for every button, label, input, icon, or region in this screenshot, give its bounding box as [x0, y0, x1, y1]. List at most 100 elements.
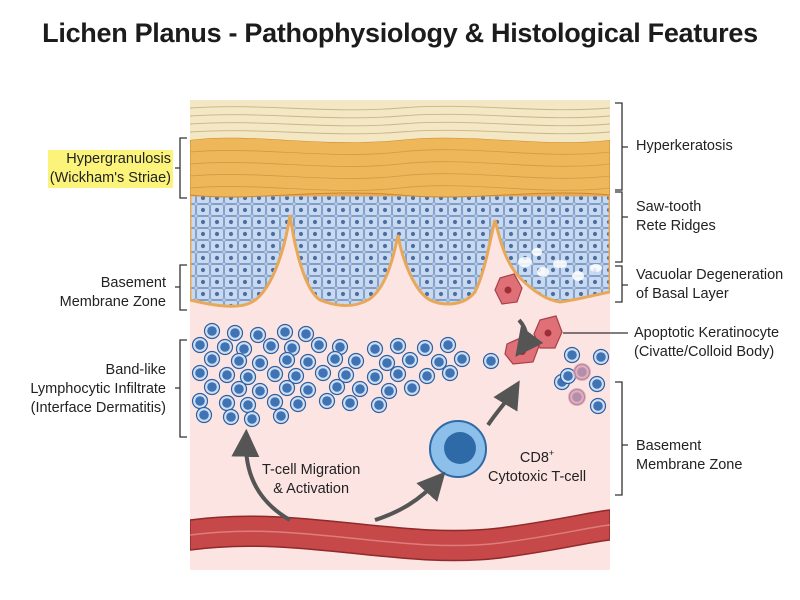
- stratum-corneum: [190, 100, 610, 143]
- lymphocyte-nucleus: [287, 343, 297, 353]
- lymphocyte-nucleus: [266, 341, 276, 351]
- lymphocyte-nucleus: [405, 355, 415, 365]
- lymphocyte-nucleus: [234, 384, 244, 394]
- migration-arrow: [231, 428, 291, 522]
- lymphocyte-nucleus: [314, 340, 324, 350]
- bracket-basement-right: [615, 381, 628, 496]
- lymphocyte-nucleus: [355, 384, 365, 394]
- label-migration: T-cell Migration & Activation: [262, 462, 361, 497]
- lymphocyte-nucleus: [457, 354, 467, 364]
- bracket-hyperkeratosis: [615, 102, 628, 191]
- lymphocyte-nucleus: [280, 327, 290, 337]
- label-infiltrate: Band-like Lymphocytic Infiltrate (Interf…: [30, 362, 166, 416]
- lymphocyte-nucleus: [293, 399, 303, 409]
- lymphocyte-nucleus: [332, 382, 342, 392]
- lymphocyte-nucleus: [243, 372, 253, 382]
- cd8-sup: +: [548, 448, 555, 458]
- lymphocyte-nucleus: [234, 356, 244, 366]
- lymphocyte-infiltrate: [191, 322, 610, 428]
- lymphocyte-nucleus: [282, 355, 292, 365]
- lymphocyte-nucleus: [222, 370, 232, 380]
- lymphocyte-nucleus: [230, 328, 240, 338]
- bracket-vacuolar: [615, 265, 628, 303]
- lymphocyte-nucleus: [407, 383, 417, 393]
- lymphocyte-nucleus: [226, 412, 236, 422]
- lymphocyte-nucleus: [270, 397, 280, 407]
- lymphocyte-nucleus: [445, 368, 455, 378]
- lymphocyte-nucleus: [322, 396, 332, 406]
- lymphocyte-nucleus: [596, 352, 606, 362]
- apoptosis-arrow: [515, 318, 544, 357]
- lymphocyte-nucleus: [393, 369, 403, 379]
- lymphocyte-nucleus: [370, 344, 380, 354]
- lymphocyte-nucleus: [207, 382, 217, 392]
- label-cd8: CD8+ Cytotoxic T-cell: [488, 448, 587, 485]
- keratin-lines: [190, 105, 610, 135]
- cd8-text: CD8: [519, 449, 549, 466]
- page-title: Lichen Planus - Pathophysiology & Histol…: [42, 18, 758, 48]
- lymphocyte-nucleus: [253, 330, 263, 340]
- lymphocyte-nucleus: [195, 368, 205, 378]
- lymphocyte-nucleus: [255, 358, 265, 368]
- activation-arrow: [374, 471, 446, 522]
- lymphocyte-nucleus: [220, 342, 230, 352]
- lymphocyte-nucleus: [563, 371, 573, 381]
- label-hypergranulosis: Hypergranulosis (Wickham's Striae): [47, 150, 173, 188]
- brackets: [175, 102, 628, 496]
- lymphocyte-nucleus: [345, 398, 355, 408]
- cd8-t-cell: [429, 420, 487, 478]
- label-basement-left: Basement Membrane Zone: [59, 275, 166, 310]
- lymphocyte-nucleus: [247, 414, 257, 424]
- bracket-basement-left: [175, 264, 187, 311]
- lymphocyte-nucleus: [593, 401, 603, 411]
- spinous-layer: [190, 193, 610, 308]
- bracket-infiltrate: [175, 339, 187, 438]
- lymphocyte-nucleus: [330, 354, 340, 364]
- lymphocyte-nucleus: [255, 386, 265, 396]
- lymphocyte-nucleus: [301, 329, 311, 339]
- bracket-hypergranulosis: [175, 137, 187, 199]
- label-basement-right: Basement Membrane Zone: [636, 438, 743, 473]
- lymphocyte-nucleus: [195, 340, 205, 350]
- lymphocyte-nucleus: [239, 344, 249, 354]
- granular-texture: [190, 149, 610, 191]
- cd8-attack-arrow: [486, 380, 520, 427]
- label-apoptotic: Apoptotic Keratinocyte (Civatte/Colloid …: [634, 325, 780, 360]
- lymphocyte-nucleus: [207, 354, 217, 364]
- lymphocyte-nucleus: [335, 342, 345, 352]
- lymphocyte-nucleus: [303, 357, 313, 367]
- label-vacuolar: Vacuolar Degeneration of Basal Layer: [636, 267, 784, 302]
- lymphocyte-nucleus: [199, 410, 209, 420]
- lymphocyte-nucleus: [374, 400, 384, 410]
- lymphocyte-nucleus: [270, 369, 280, 379]
- vacuoles: [518, 248, 602, 281]
- lymphocyte-nucleus: [370, 372, 380, 382]
- lymphocyte-nucleus: [382, 358, 392, 368]
- arrows: [231, 318, 544, 522]
- lymphocyte-nucleus: [282, 383, 292, 393]
- label-sawtooth: Saw-tooth Rete Ridges: [636, 199, 716, 234]
- lymphocyte-nucleus: [341, 370, 351, 380]
- lymphocyte-nucleus: [443, 340, 453, 350]
- lymphocyte-nucleus: [243, 400, 253, 410]
- lymphocyte-nucleus: [291, 371, 301, 381]
- lymphocyte-nucleus: [567, 350, 577, 360]
- lymphocyte-nucleus: [420, 343, 430, 353]
- lymphocyte-nucleus: [422, 371, 432, 381]
- blood-vessel: [190, 509, 610, 562]
- lymphocyte-nucleus: [351, 356, 361, 366]
- lymphocyte-nucleus: [592, 379, 602, 389]
- lymphocyte-nucleus: [195, 396, 205, 406]
- lymphocyte-nucleus: [384, 386, 394, 396]
- lymphocyte-nucleus: [434, 357, 444, 367]
- lymphocyte-nucleus: [222, 398, 232, 408]
- lymphocyte-nucleus: [276, 411, 286, 421]
- lymphocyte-nucleus: [303, 385, 313, 395]
- lymphocyte-nucleus: [318, 368, 328, 378]
- label-hyperkeratosis: Hyperkeratosis: [636, 138, 733, 154]
- lymphocyte-nucleus: [393, 341, 403, 351]
- lymphocyte-nucleus: [207, 326, 217, 336]
- bracket-sawtooth: [615, 191, 628, 263]
- lymphocyte-nucleus: [486, 356, 496, 366]
